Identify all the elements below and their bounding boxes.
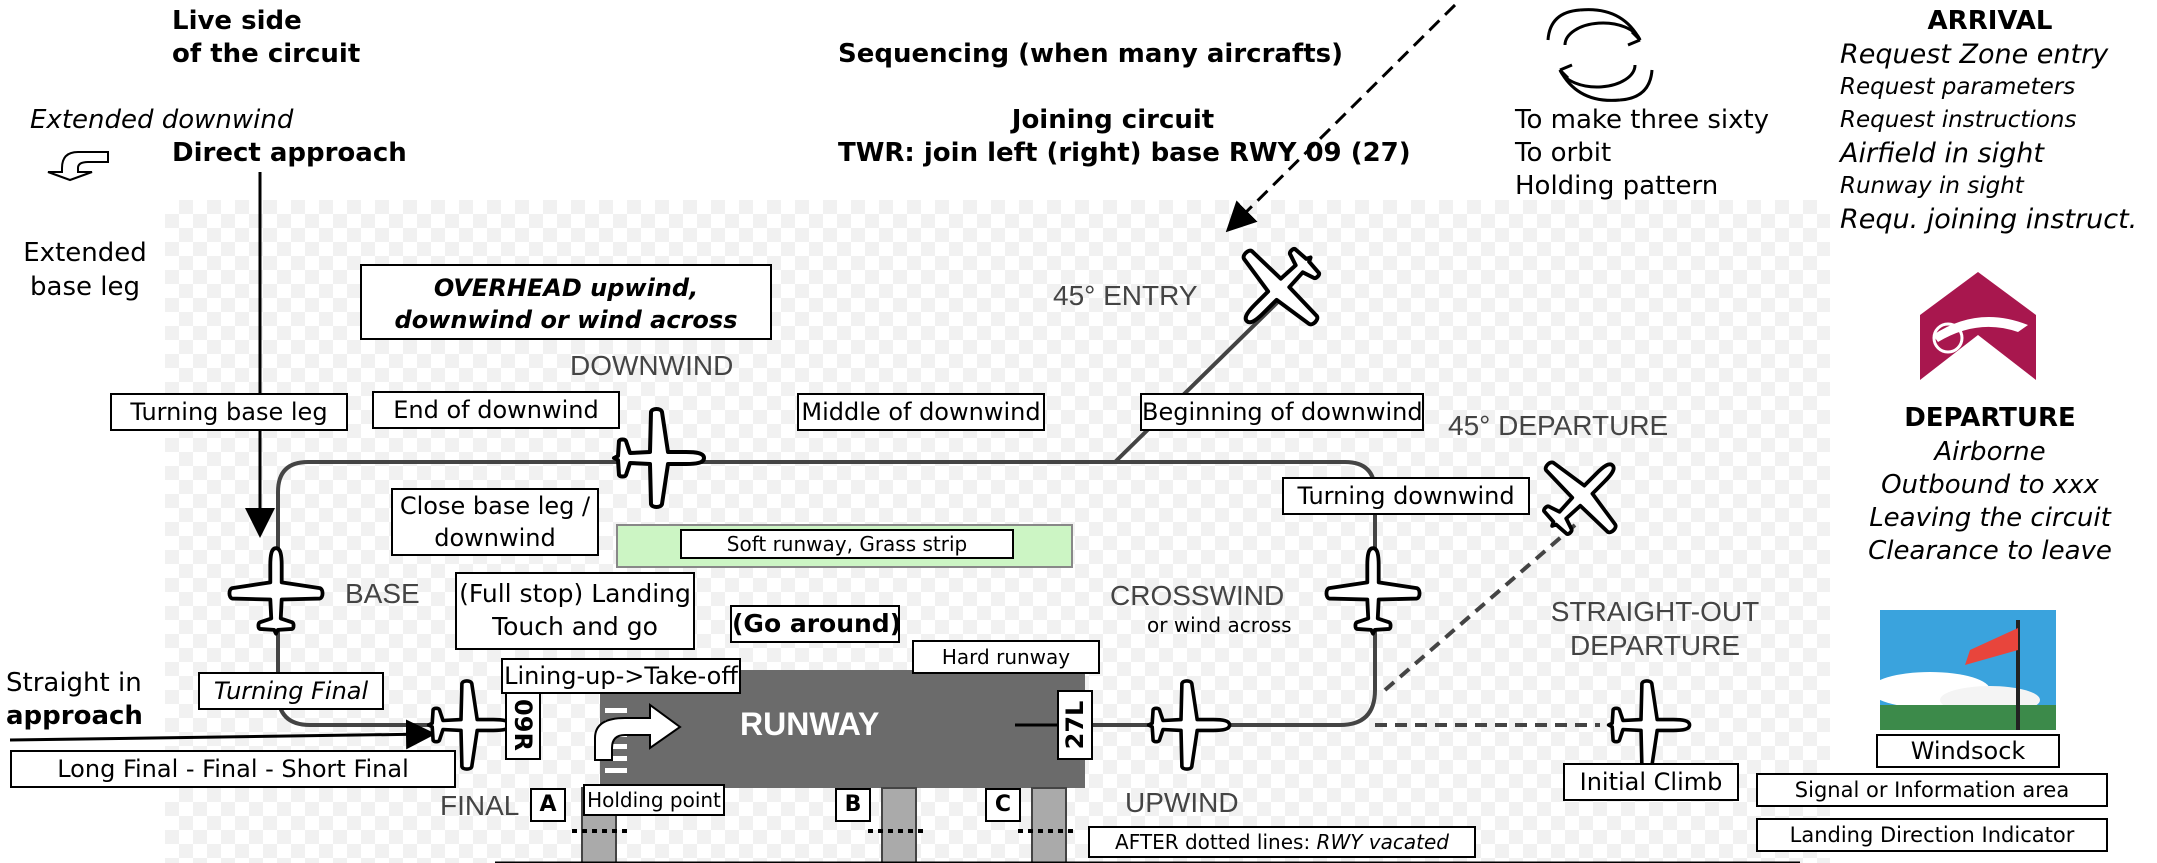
runway-label: RUNWAY — [740, 706, 880, 742]
arrival-item: Runway in sight — [1840, 173, 2024, 199]
arrival-item: Request parameters — [1840, 74, 2076, 100]
straight-in-arrow — [9, 719, 436, 750]
turning-base-leg-box: Turning base leg — [110, 393, 348, 431]
after-dotted-prefix: AFTER dotted lines: — [1115, 830, 1317, 854]
runway-number-27l: 27L — [1057, 690, 1093, 760]
hard-runway-box: Hard runway — [912, 640, 1100, 674]
taxiway-b-label: B — [835, 788, 871, 822]
end-of-downwind-box: End of downwind — [372, 391, 620, 429]
overhead-line1: OVERHEAD upwind, — [433, 274, 699, 302]
arrival-item: Requ. joining instruct. — [1840, 204, 2138, 235]
departure-45-line — [1383, 523, 1577, 692]
overhead-line2: downwind or wind across — [394, 306, 738, 334]
label-departure-45: 45° DEPARTURE — [1448, 410, 1669, 441]
middle-of-downwind-box: Middle of downwind — [797, 393, 1045, 431]
landing-line1: (Full stop) Landing — [459, 579, 691, 608]
go-around-box: (Go around) — [730, 605, 901, 643]
runway-number-09r: 09R — [505, 690, 541, 760]
long-final-box: Long Final - Final - Short Final — [10, 750, 456, 788]
landing-line2: Touch and go — [492, 612, 658, 641]
label-upwind: UPWIND — [1125, 787, 1239, 818]
label-straight-out-2: DEPARTURE — [1569, 630, 1741, 661]
arrival-item: Request instructions — [1840, 107, 2077, 133]
extended-downwind: Extended downwind — [30, 105, 294, 135]
soft-runway-box: Soft runway, Grass strip — [680, 529, 1014, 559]
joining-title: Joining circuit — [1011, 105, 1215, 135]
windsock-picture — [1870, 610, 2056, 730]
plane-upwind — [1146, 679, 1232, 771]
departure-item: Airborne — [1934, 437, 2046, 467]
overhead-box: OVERHEAD upwind, downwind or wind across — [360, 264, 772, 340]
holding-point-box: Holding point — [583, 784, 725, 816]
sequencing-arrow — [1225, 3, 1457, 233]
sequencing-title: Sequencing (when many aircrafts) — [838, 39, 1344, 69]
plane-base — [227, 546, 325, 636]
initial-climb-box: Initial Climb — [1563, 763, 1739, 801]
departure-item: Leaving the circuit — [1869, 503, 2111, 533]
runway-direction-arrow — [594, 703, 682, 761]
close-base-line2: downwind — [434, 524, 556, 552]
label-entry-45: 45° ENTRY — [1053, 280, 1198, 311]
plane-departure — [1517, 430, 1648, 561]
orbit-line2: To orbit — [1515, 138, 1612, 168]
departure-item: Clearance to leave — [1868, 536, 2112, 566]
turning-final-box: Turning Final — [198, 672, 384, 710]
extended-downwind-icon — [47, 151, 109, 182]
close-base-box: Close base leg / downwind — [391, 488, 599, 556]
live-side-line2: of the circuit — [172, 39, 361, 69]
plane-straight-out — [1606, 679, 1692, 771]
joining-instruction: TWR: join left (right) base RWY 09 (27) — [838, 138, 1411, 168]
close-base-line1: Close base leg / — [399, 492, 591, 520]
orbit-line3: Holding pattern — [1515, 171, 1719, 201]
extended-base-line1: Extended — [23, 238, 147, 268]
lining-up-box: Lining-up->Take-off — [501, 658, 741, 694]
after-dotted-italic: RWY vacated — [1316, 830, 1449, 854]
taxiway-a-label: A — [530, 788, 566, 822]
label-downwind: DOWNWIND — [570, 350, 734, 381]
landing-direction-box: Landing Direction Indicator — [1756, 818, 2108, 852]
taxiway-c-label: C — [985, 788, 1021, 822]
plane-entry — [1212, 223, 1345, 356]
arrival-item: Request Zone entry — [1840, 39, 2109, 70]
beginning-of-downwind-box: Beginning of downwind — [1140, 393, 1424, 431]
label-final: FINAL — [440, 790, 520, 821]
plane-downwind — [612, 407, 706, 509]
turning-downwind-box: Turning downwind — [1282, 477, 1530, 515]
arrival-item: Airfield in sight — [1840, 138, 2044, 169]
departure-item: Outbound to xxx — [1881, 470, 2099, 500]
direct-approach: Direct approach — [172, 138, 407, 168]
flight-logo — [1920, 272, 2036, 380]
straight-in-line2: approach — [6, 701, 143, 731]
landing-box: (Full stop) Landing Touch and go — [455, 572, 695, 650]
label-crosswind: CROSSWIND — [1110, 580, 1285, 611]
arrival-title: ARRIVAL — [1927, 6, 2053, 36]
extended-base-line2: base leg — [30, 272, 140, 302]
label-straight-out-1: STRAIGHT-OUT — [1550, 596, 1760, 627]
windsock-box: Windsock — [1876, 734, 2060, 768]
live-side-line1: Live side — [172, 6, 302, 36]
orbit-line1: To make three sixty — [1515, 105, 1770, 135]
plane-crosswind — [1324, 546, 1422, 636]
entry-45-line — [1113, 288, 1292, 464]
signal-area-box: Signal or Information area — [1756, 773, 2108, 807]
straight-in-line1: Straight in — [6, 668, 142, 698]
departure-title: DEPARTURE — [1904, 403, 2076, 433]
after-dotted-box: AFTER dotted lines: RWY vacated — [1088, 826, 1476, 858]
label-base: BASE — [345, 578, 420, 609]
orbit-icon — [1546, 8, 1654, 102]
label-crosswind-sub: or wind across — [1147, 613, 1292, 637]
